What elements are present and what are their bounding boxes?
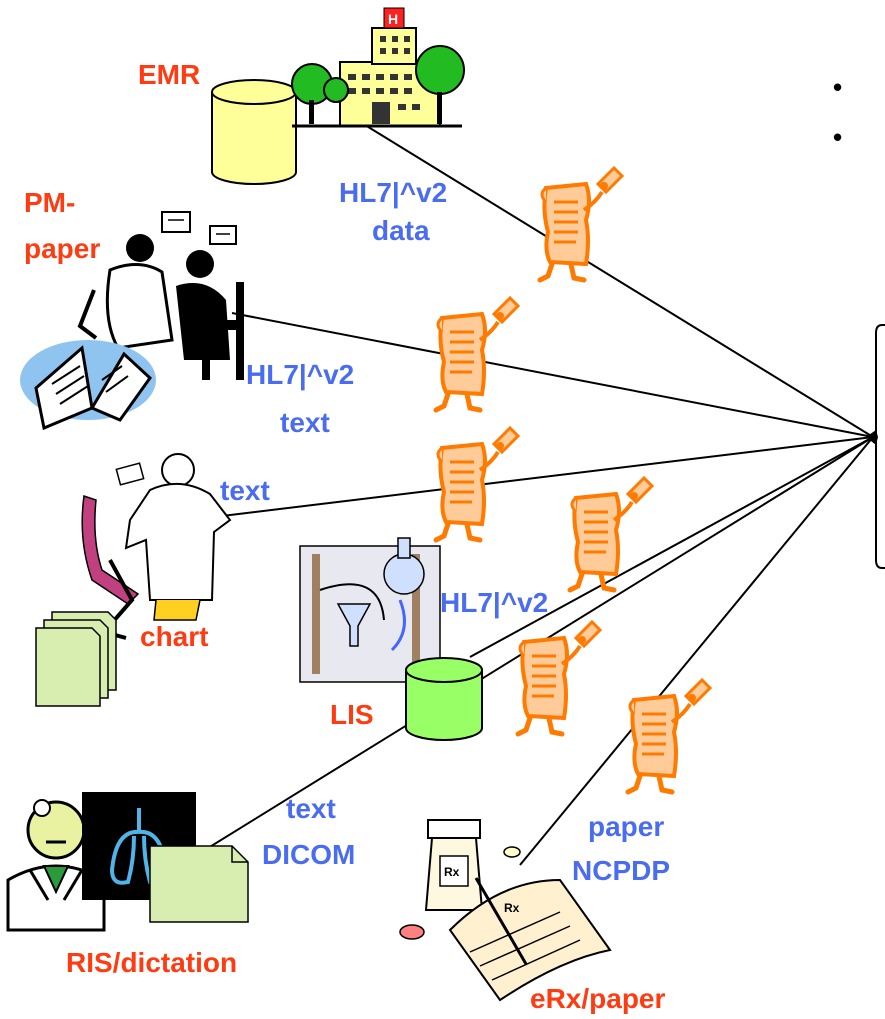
link-label-pm-2: text: [280, 407, 330, 438]
link-label-erx-1: paper: [588, 811, 664, 842]
link-label-ris-1: text: [286, 793, 336, 824]
label-ris: RIS/dictation: [66, 947, 237, 978]
hub-box: [866, 324, 885, 569]
database-icon-lis: [405, 657, 483, 741]
link-label-lis: HL7|^v2: [440, 587, 548, 618]
book-icon: [20, 340, 156, 431]
document-icon: [518, 622, 600, 734]
document-icon: [436, 428, 518, 540]
svg-text:Rx: Rx: [504, 901, 520, 915]
database-icon: [211, 79, 297, 185]
lab-equipment-icon: [299, 537, 441, 683]
line-emr: [364, 124, 874, 438]
link-label-erx-2: NCPDP: [572, 855, 670, 886]
svg-text:Rx: Rx: [444, 865, 460, 879]
line-lis: [469, 436, 874, 658]
paper-icon: [149, 845, 249, 923]
line-dental: [221, 436, 874, 517]
document-icon: [570, 478, 652, 590]
label-pm-1: PM-: [24, 187, 75, 218]
label-chart: chart: [140, 621, 208, 652]
link-label-ris-2: DICOM: [262, 839, 355, 870]
label-emr: EMR: [138, 59, 200, 90]
label-lis: LIS: [330, 699, 374, 730]
document-icon: [628, 680, 710, 792]
label-erx: eRx/paper: [530, 983, 665, 1014]
link-label-emr-2: data: [372, 215, 430, 246]
bullet-2: •: [833, 122, 842, 152]
document-icon: [540, 168, 622, 280]
radiologist-icon: [6, 799, 106, 932]
svg-text:H: H: [388, 11, 398, 27]
document-icon: [436, 298, 518, 410]
link-label-dental: text: [220, 475, 270, 506]
paper-stack-icon: [35, 611, 117, 707]
link-label-pm-1: HL7|^v2: [246, 359, 354, 390]
doctor-patient-icon: [77, 211, 244, 380]
connection-lines: [199, 124, 874, 866]
link-label-emr-1: HL7|^v2: [339, 177, 447, 208]
label-pm-2: paper: [24, 233, 100, 264]
bullet-1: •: [833, 72, 842, 102]
line-erx: [519, 436, 874, 866]
dentist-icon: [81, 453, 232, 640]
prescription-icon: Rx Rx: [399, 819, 612, 1002]
line-pm: [231, 312, 874, 438]
hospital-icon: H: [291, 7, 465, 128]
